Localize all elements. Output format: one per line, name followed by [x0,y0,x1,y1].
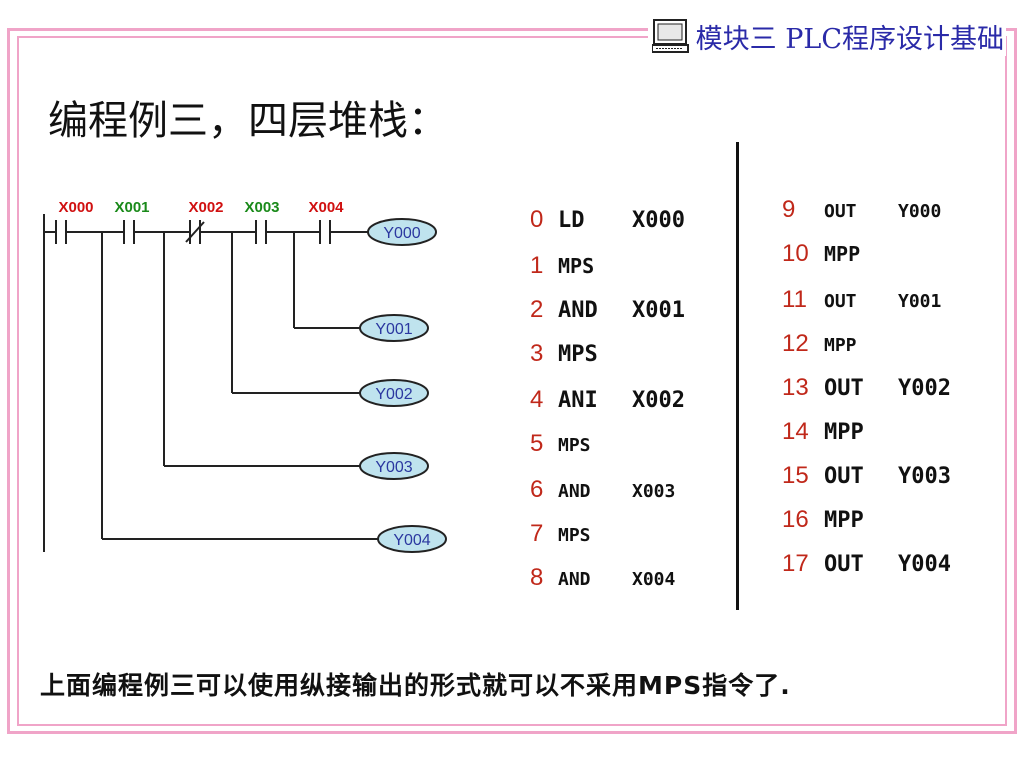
instruction-opcode: AND [558,481,591,502]
instruction-step-number: 7 [530,520,544,547]
instruction-opcode: MPS [558,342,598,367]
instruction-row: 12 MPP [782,330,898,358]
instruction-step-number: 0 [530,206,544,233]
contact-label-x003: X003 [244,199,279,216]
contact-label-x004: X004 [308,199,344,216]
module-header-text: 模块三 PLC程序设计基础 [695,23,1004,55]
instruction-opcode: MPS [558,254,595,278]
instruction-operand: X004 [632,569,676,590]
instruction-opcode: AND [558,298,598,323]
instruction-operand: X002 [632,388,685,413]
instruction-operand: Y001 [898,291,942,312]
instruction-operand: Y004 [898,552,951,577]
instruction-opcode: MPS [558,435,591,456]
instruction-operand: X003 [632,481,676,502]
instruction-row: 1 MPS [530,252,632,280]
instruction-opcode: OUT [824,291,857,312]
instruction-operand: Y003 [898,464,951,489]
column-divider [736,142,739,610]
bottom-note: 上面编程例三可以使用纵接输出的形式就可以不采用MPS指令了. [40,671,791,700]
instruction-row: 15 OUT Y003 [782,462,951,490]
instruction-row: 6 AND X003 [530,476,675,504]
instruction-step-number: 17 [782,550,809,577]
instruction-opcode: MPP [824,335,857,356]
instruction-step-number: 8 [530,564,544,591]
instruction-row: 9 OUT Y000 [782,196,941,224]
instruction-step-number: 6 [530,476,544,503]
instruction-step-number: 10 [782,240,809,267]
instruction-row: 14 MPP [782,418,898,446]
instruction-row: 10 MPP [782,240,898,268]
instruction-row: 16 MPP [782,506,898,534]
instruction-row: 2 AND X001 [530,296,685,324]
contact-label-x002: X002 [188,199,223,216]
instruction-row: 7 MPS [530,520,632,548]
instruction-opcode: ANI [558,388,598,413]
coil-label-y003: Y003 [375,459,412,476]
instruction-operand: X001 [632,298,685,323]
instruction-opcode: MPP [824,242,861,266]
instruction-operand: Y002 [898,376,951,401]
coil-y000 [367,218,437,246]
monitor-icon [651,19,689,53]
slide-frame-inner [17,36,1007,726]
instruction-row: 4 ANI X002 [530,386,685,414]
instruction-operand: Y000 [898,201,942,222]
instruction-step-number: 11 [782,286,807,313]
coil-y003 [359,452,429,480]
instruction-row: 8 AND X004 [530,564,675,592]
instruction-opcode: MPP [824,420,864,445]
instruction-row: 13 OUT Y002 [782,374,951,402]
instruction-opcode: OUT [824,552,864,577]
coil-y001 [359,314,429,342]
contact-label-x001: X001 [114,199,149,216]
instruction-opcode: LD [558,208,585,233]
module-header: 模块三 PLC程序设计基础 [647,16,1006,56]
instruction-opcode: OUT [824,464,864,489]
instruction-step-number: 5 [530,430,544,457]
instruction-step-number: 2 [530,296,544,323]
coil-y002 [359,379,429,407]
instruction-row: 17 OUT Y004 [782,550,951,578]
instruction-row: 11 OUT Y001 [782,286,941,314]
instruction-step-number: 12 [782,330,809,357]
coil-label-y001: Y001 [375,321,412,338]
instruction-step-number: 13 [782,374,809,401]
page-title: 编程例三，四层堆栈： [48,98,448,144]
instruction-operand: X000 [632,208,685,233]
contact-label-x000: X000 [58,199,93,216]
coil-label-y004: Y004 [393,532,430,549]
instruction-opcode: MPP [824,508,864,533]
instruction-step-number: 3 [530,340,544,367]
coil-y004 [377,525,447,553]
instruction-step-number: 16 [782,506,809,533]
contact-nc-slash [185,221,205,243]
instruction-opcode: OUT [824,201,857,222]
instruction-opcode: AND [558,569,591,590]
instruction-step-number: 14 [782,418,809,445]
instruction-row: 3 MPS [530,340,632,368]
instruction-row: 5 MPS [530,430,632,458]
instruction-step-number: 4 [530,386,544,413]
instruction-step-number: 15 [782,462,809,489]
instruction-opcode: MPS [558,525,591,546]
slide-frame-outer [7,28,1017,734]
instruction-step-number: 9 [782,196,796,223]
instruction-row: 0 LD X000 [530,206,685,234]
coil-label-y002: Y002 [375,386,412,403]
coil-label-y000: Y000 [383,225,420,242]
instruction-step-number: 1 [530,252,544,279]
instruction-opcode: OUT [824,376,864,401]
